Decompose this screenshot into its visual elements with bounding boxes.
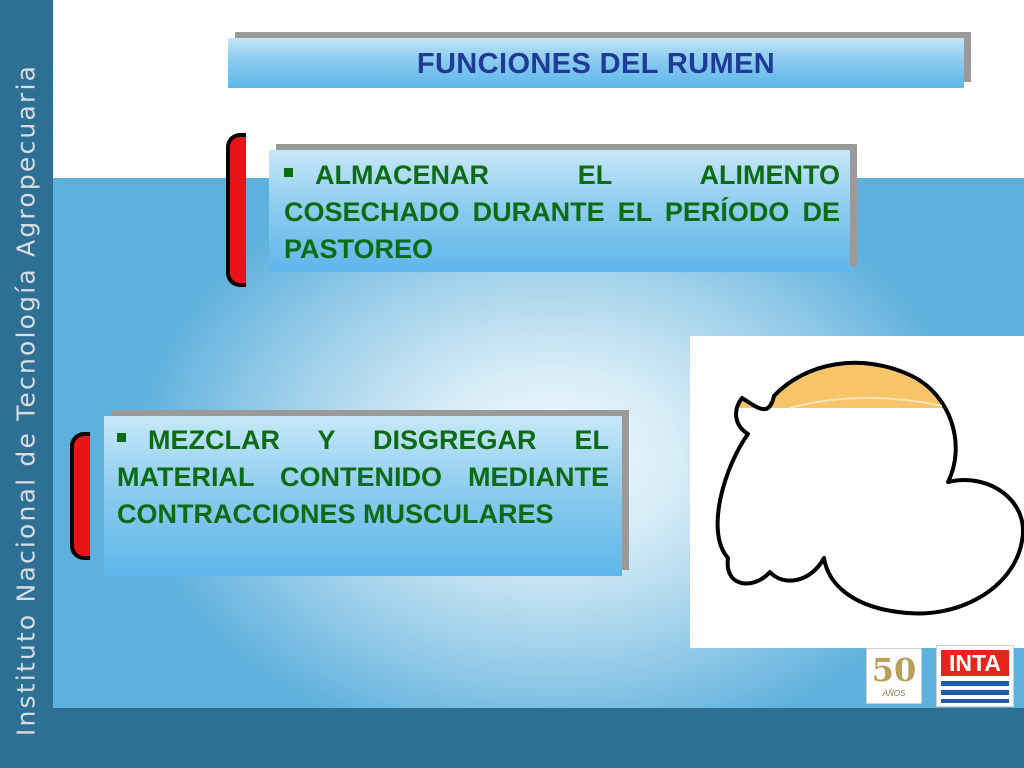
slide-title: FUNCIONES DEL RUMEN (416, 48, 776, 80)
bracket-1 (226, 133, 246, 287)
sidebar: Instituto Nacional de Tecnología Agropec… (0, 0, 53, 768)
bracket-2 (70, 432, 90, 560)
bullet-box-1 (269, 150, 850, 272)
inta-stripe-3 (941, 699, 1009, 703)
bottom-bar (53, 708, 1024, 768)
inta-logo: INTA (936, 645, 1014, 707)
bullet-item-2: MEZCLAR Y DISGREGAR EL MATERIAL CONTENID… (117, 422, 609, 533)
rumen-illustration (690, 336, 1024, 648)
rumen-diagram (715, 360, 1024, 616)
bullet-square-icon (284, 168, 293, 178)
title-box: FUNCIONES DEL RUMEN (228, 38, 964, 88)
inta-stripe-1 (941, 681, 1009, 686)
bullet-square-icon (117, 433, 126, 443)
bullet-text-2: MEZCLAR Y DISGREGAR EL MATERIAL CONTENID… (117, 425, 609, 529)
bullet-text-1: ALMACENAR EL ALIMENTO COSECHADO DURANTE … (284, 160, 840, 264)
anniversary-word: AÑOS (882, 689, 906, 698)
institution-name: Instituto Nacional de Tecnología Agropec… (11, 63, 41, 737)
inta-logo-text: INTA (941, 650, 1009, 676)
bullet-box-2 (104, 416, 622, 576)
inta-stripe-2 (941, 690, 1009, 695)
anniversary-logo: 50 AÑOS (866, 648, 922, 704)
bullet-item-1: ALMACENAR EL ALIMENTO COSECHADO DURANTE … (284, 157, 840, 268)
anniversary-number: 50 (871, 651, 917, 689)
